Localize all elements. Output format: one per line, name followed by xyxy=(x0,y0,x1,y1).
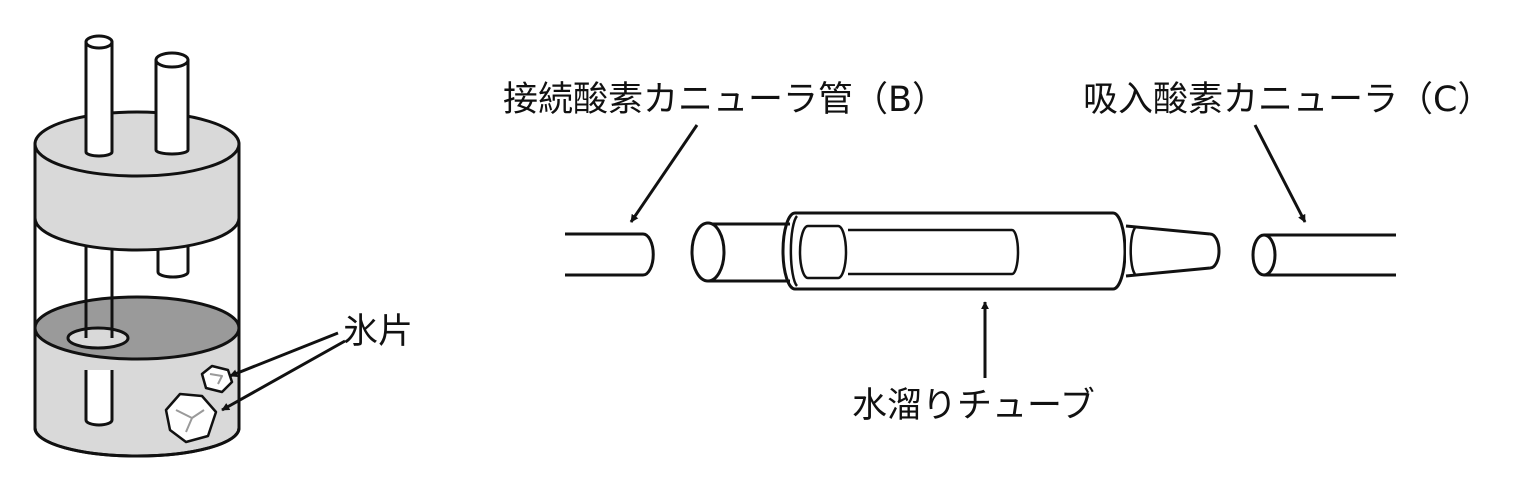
lid-top xyxy=(33,110,241,178)
water-trap-tube xyxy=(690,211,1221,291)
ice-arrows xyxy=(221,331,346,412)
ice-bottle xyxy=(33,34,241,458)
long-inner-pipe xyxy=(84,240,114,338)
arrow-to-tube-c xyxy=(1253,124,1307,223)
pointer-arrows xyxy=(629,124,1307,378)
tube-b xyxy=(565,232,655,277)
label-water-trap-tube: 水溜りチューブ xyxy=(852,386,1095,426)
pipe-hole xyxy=(66,326,130,350)
tall-outer-pipe xyxy=(84,40,114,158)
water-surface xyxy=(33,295,241,361)
label-connecting-cannula: 接続酸素カニューラ管（B） xyxy=(503,80,948,120)
short-outer-pipe xyxy=(154,58,190,156)
ice-piece-small xyxy=(200,364,234,394)
water-trap-window xyxy=(848,228,1020,276)
tube-c xyxy=(1251,233,1396,277)
water-trap-left-opening xyxy=(690,221,726,283)
label-ice-pieces: 氷片 xyxy=(343,312,414,352)
arrow-to-tube-b xyxy=(629,124,699,223)
tube-c-opening xyxy=(1251,233,1277,277)
label-inhaled-cannula: 吸入酸素カニューラ（C） xyxy=(1083,80,1493,120)
